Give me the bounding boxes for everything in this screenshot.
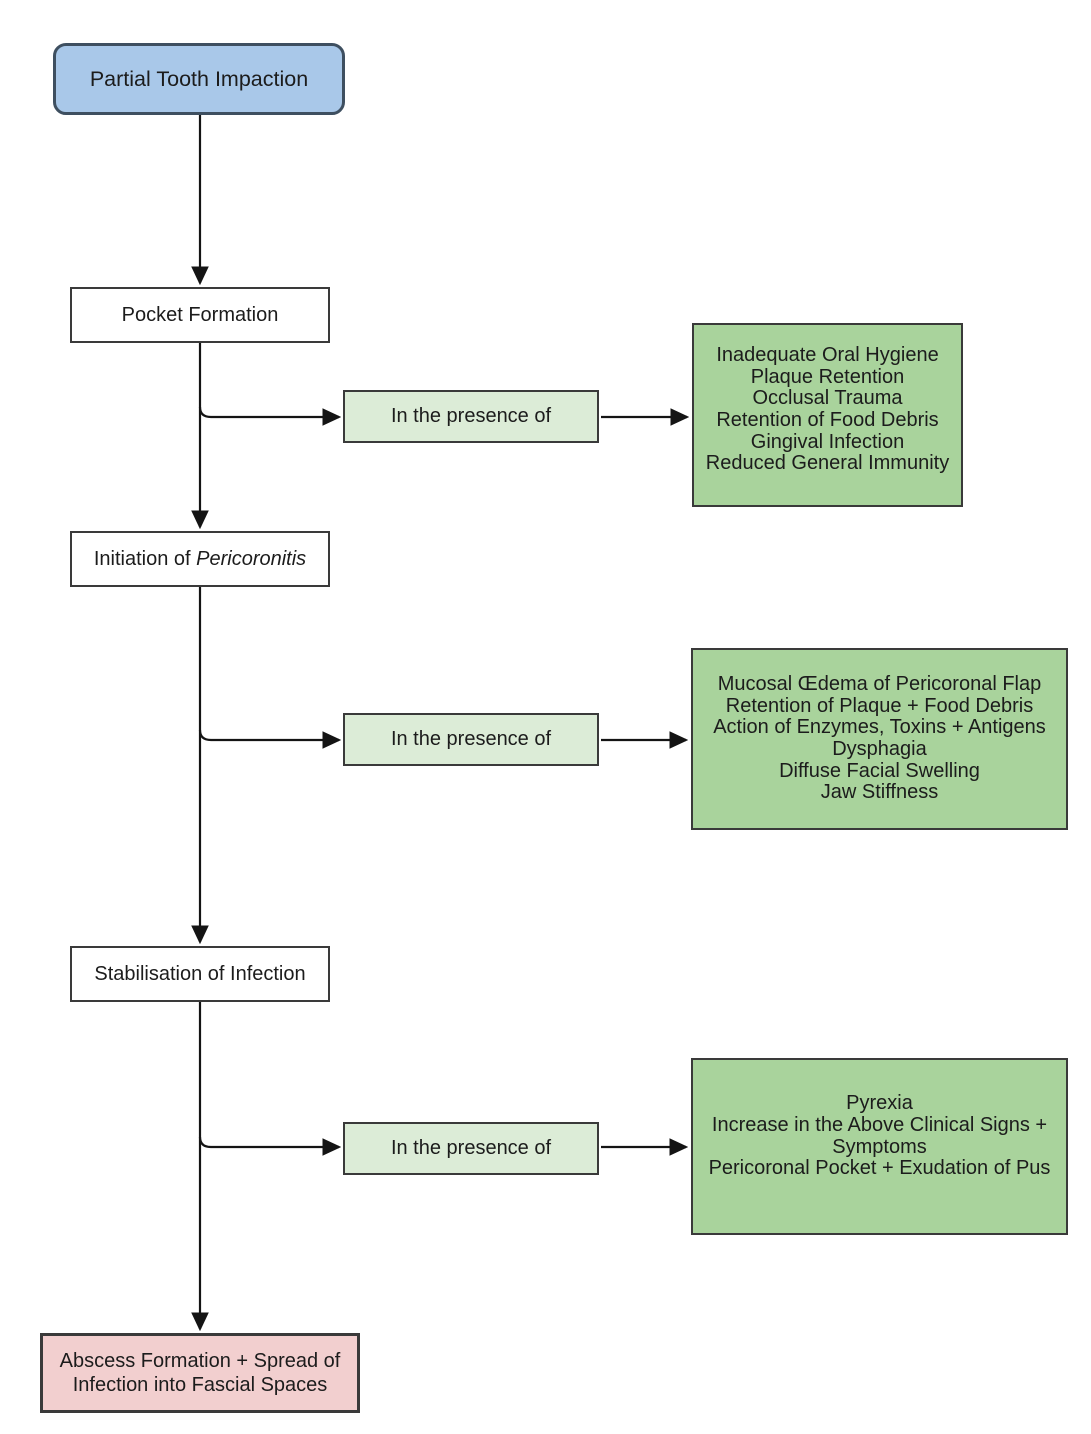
factor-line: Jaw Stiffness [820, 781, 939, 804]
node-label: Stabilisation of Infection [94, 962, 306, 985]
node-label: Pocket Formation [121, 303, 279, 326]
factor-line: Increase in the Above Clinical Signs + S… [711, 1113, 1048, 1158]
branch-to-condition-3 [198, 1136, 342, 1156]
factor-line: Action of Enzymes, Toxins + Antigens [713, 716, 1046, 739]
factor-line: Pyrexia [846, 1092, 913, 1115]
node-stabilisation-of-infection: Stabilisation of Infection [70, 946, 330, 1002]
condition-label: In the presence of [390, 405, 552, 427]
factor-line: Plaque Retention [750, 365, 905, 388]
condition-label: In the presence of [390, 728, 552, 750]
node-label: Partial Tooth Impaction [89, 66, 309, 91]
factor-line: Occlusal Trauma [752, 387, 903, 410]
factor-line: Pericoronal Pocket + Exudation of Pus [708, 1157, 1051, 1180]
node-partial-tooth-impaction: Partial Tooth Impaction [53, 43, 345, 115]
factor-line: Dysphagia [832, 738, 927, 760]
branch-to-condition-1 [198, 406, 342, 426]
node-label: Abscess Formation + Spread of Infection … [59, 1350, 341, 1396]
condition-label: In the presence of [390, 1137, 552, 1159]
node-pocket-formation: Pocket Formation [70, 287, 330, 343]
factor-line: Diffuse Facial Swelling [779, 759, 980, 782]
factor-line: Reduced General Immunity [705, 452, 950, 475]
node-label-italic: Pericoronitis [196, 547, 307, 570]
condition-box-3: In the presence of [343, 1122, 599, 1175]
node-label: Initiation of Pericoronitis [93, 547, 307, 570]
factor-line: Mucosal Œdema of Pericoronal Flap [717, 673, 1042, 696]
node-abscess-formation: Abscess Formation + Spread of Infection … [40, 1333, 360, 1413]
factor-line: Retention of Food Debris [716, 409, 939, 431]
branch-to-condition-2 [198, 729, 342, 749]
factor-line: Inadequate Oral Hygiene [716, 344, 939, 367]
node-initiation-of-pericoronitis: Initiation of Pericoronitis [70, 531, 330, 587]
factor-line: Retention of Plaque + Food Debris [725, 694, 1034, 717]
condition-box-2: In the presence of [343, 713, 599, 766]
factor-line: Gingival Infection [750, 430, 905, 453]
condition-box-1: In the presence of [343, 390, 599, 443]
